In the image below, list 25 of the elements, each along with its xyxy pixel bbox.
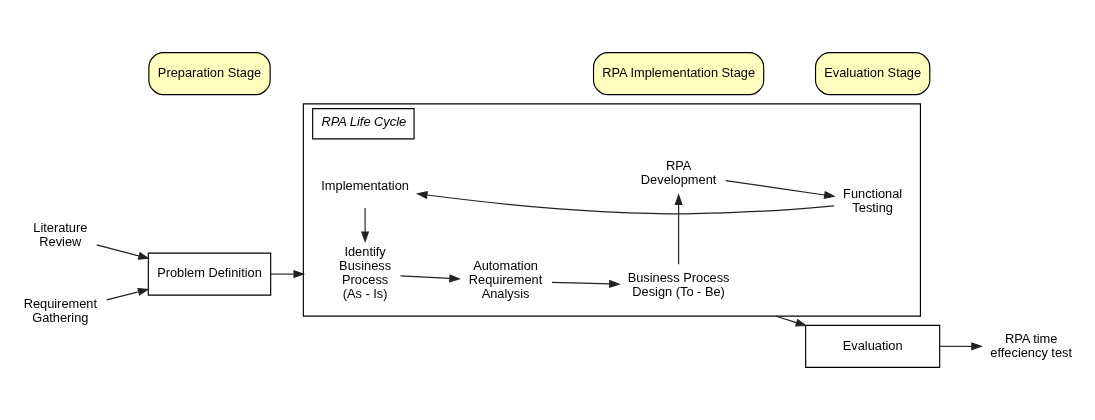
node-text: Identify Business Process (As - Is) — [339, 244, 392, 302]
node-box: Preparation Stage — [148, 52, 271, 96]
arrow — [399, 274, 461, 283]
node-box: Evaluation — [805, 324, 941, 368]
arrow — [415, 191, 835, 215]
node-text: Requirement Gathering — [23, 295, 98, 325]
arrow — [674, 193, 683, 265]
arrow — [775, 315, 808, 327]
node-text: RPA Development — [640, 158, 717, 188]
node-text: Business Process Design (To - Be) — [627, 270, 730, 300]
arrow — [106, 287, 150, 301]
node-box: Evaluation Stage — [814, 52, 931, 96]
node-box: RPA Implementation Stage — [592, 52, 765, 96]
arrow — [270, 270, 306, 279]
arrow — [725, 180, 836, 199]
arrow — [939, 342, 983, 351]
node-text: Automation Requirement Analysis — [468, 258, 543, 302]
node-text: Literature Review — [33, 219, 88, 249]
node-text: Implementation — [321, 177, 409, 193]
node-box: Problem Definition — [147, 252, 272, 296]
node-text: RPA time effeciency test — [990, 330, 1073, 360]
arrow — [551, 279, 621, 288]
arrow — [361, 207, 370, 244]
arrow — [96, 244, 150, 260]
node-text: Functional Testing — [843, 186, 903, 216]
